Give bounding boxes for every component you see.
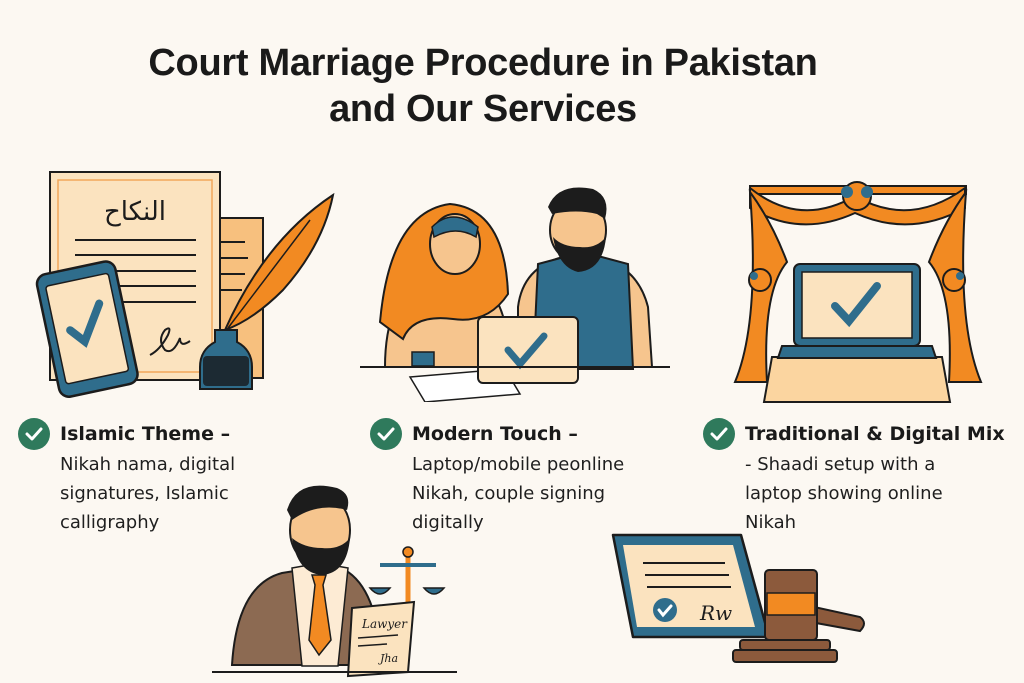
feature-description: - Shaadi setup with a laptop showing onl… [745, 454, 943, 533]
title-line-1: Court Marriage Procedure in Pakistan [148, 42, 818, 84]
svg-text:Jha: Jha [378, 652, 398, 665]
feature-modern-touch: Modern Touch – Laptop/mobile peonline Ni… [370, 418, 624, 537]
page-title: Court Marriage Procedure in Pakistan and… [0, 40, 966, 132]
nikah-nama-document-icon: النكاح [20, 160, 340, 400]
feature-islamic-theme: Islamic Theme – Nikah nama, digital sign… [18, 418, 235, 537]
check-circle-icon [18, 418, 50, 450]
feature-heading: Traditional & Digital Mix [745, 423, 1005, 445]
check-circle-icon [370, 418, 402, 450]
feature-traditional-digital-mix: Traditional & Digital Mix - Shaadi setup… [703, 418, 1005, 537]
svg-text:النكاح: النكاح [104, 197, 166, 227]
lawyer-icon: Lawyer Jha [212, 480, 470, 680]
feature-heading: Islamic Theme – [60, 423, 231, 445]
shaadi-stage-laptop-icon [722, 172, 992, 407]
feature-description: Laptop/mobile peonline Nikah, couple sig… [412, 454, 625, 533]
gavel-certificate-icon: Rw [605, 525, 875, 670]
feature-description: Nikah nama, digital signatures, Islamic … [60, 454, 236, 533]
check-circle-icon [703, 418, 735, 450]
title-line-2: and Our Services [329, 88, 637, 130]
feature-heading: Modern Touch – [412, 423, 578, 445]
svg-text:Lawyer: Lawyer [361, 617, 408, 631]
svg-text:Rw: Rw [699, 601, 732, 625]
couple-laptop-icon [360, 182, 670, 403]
